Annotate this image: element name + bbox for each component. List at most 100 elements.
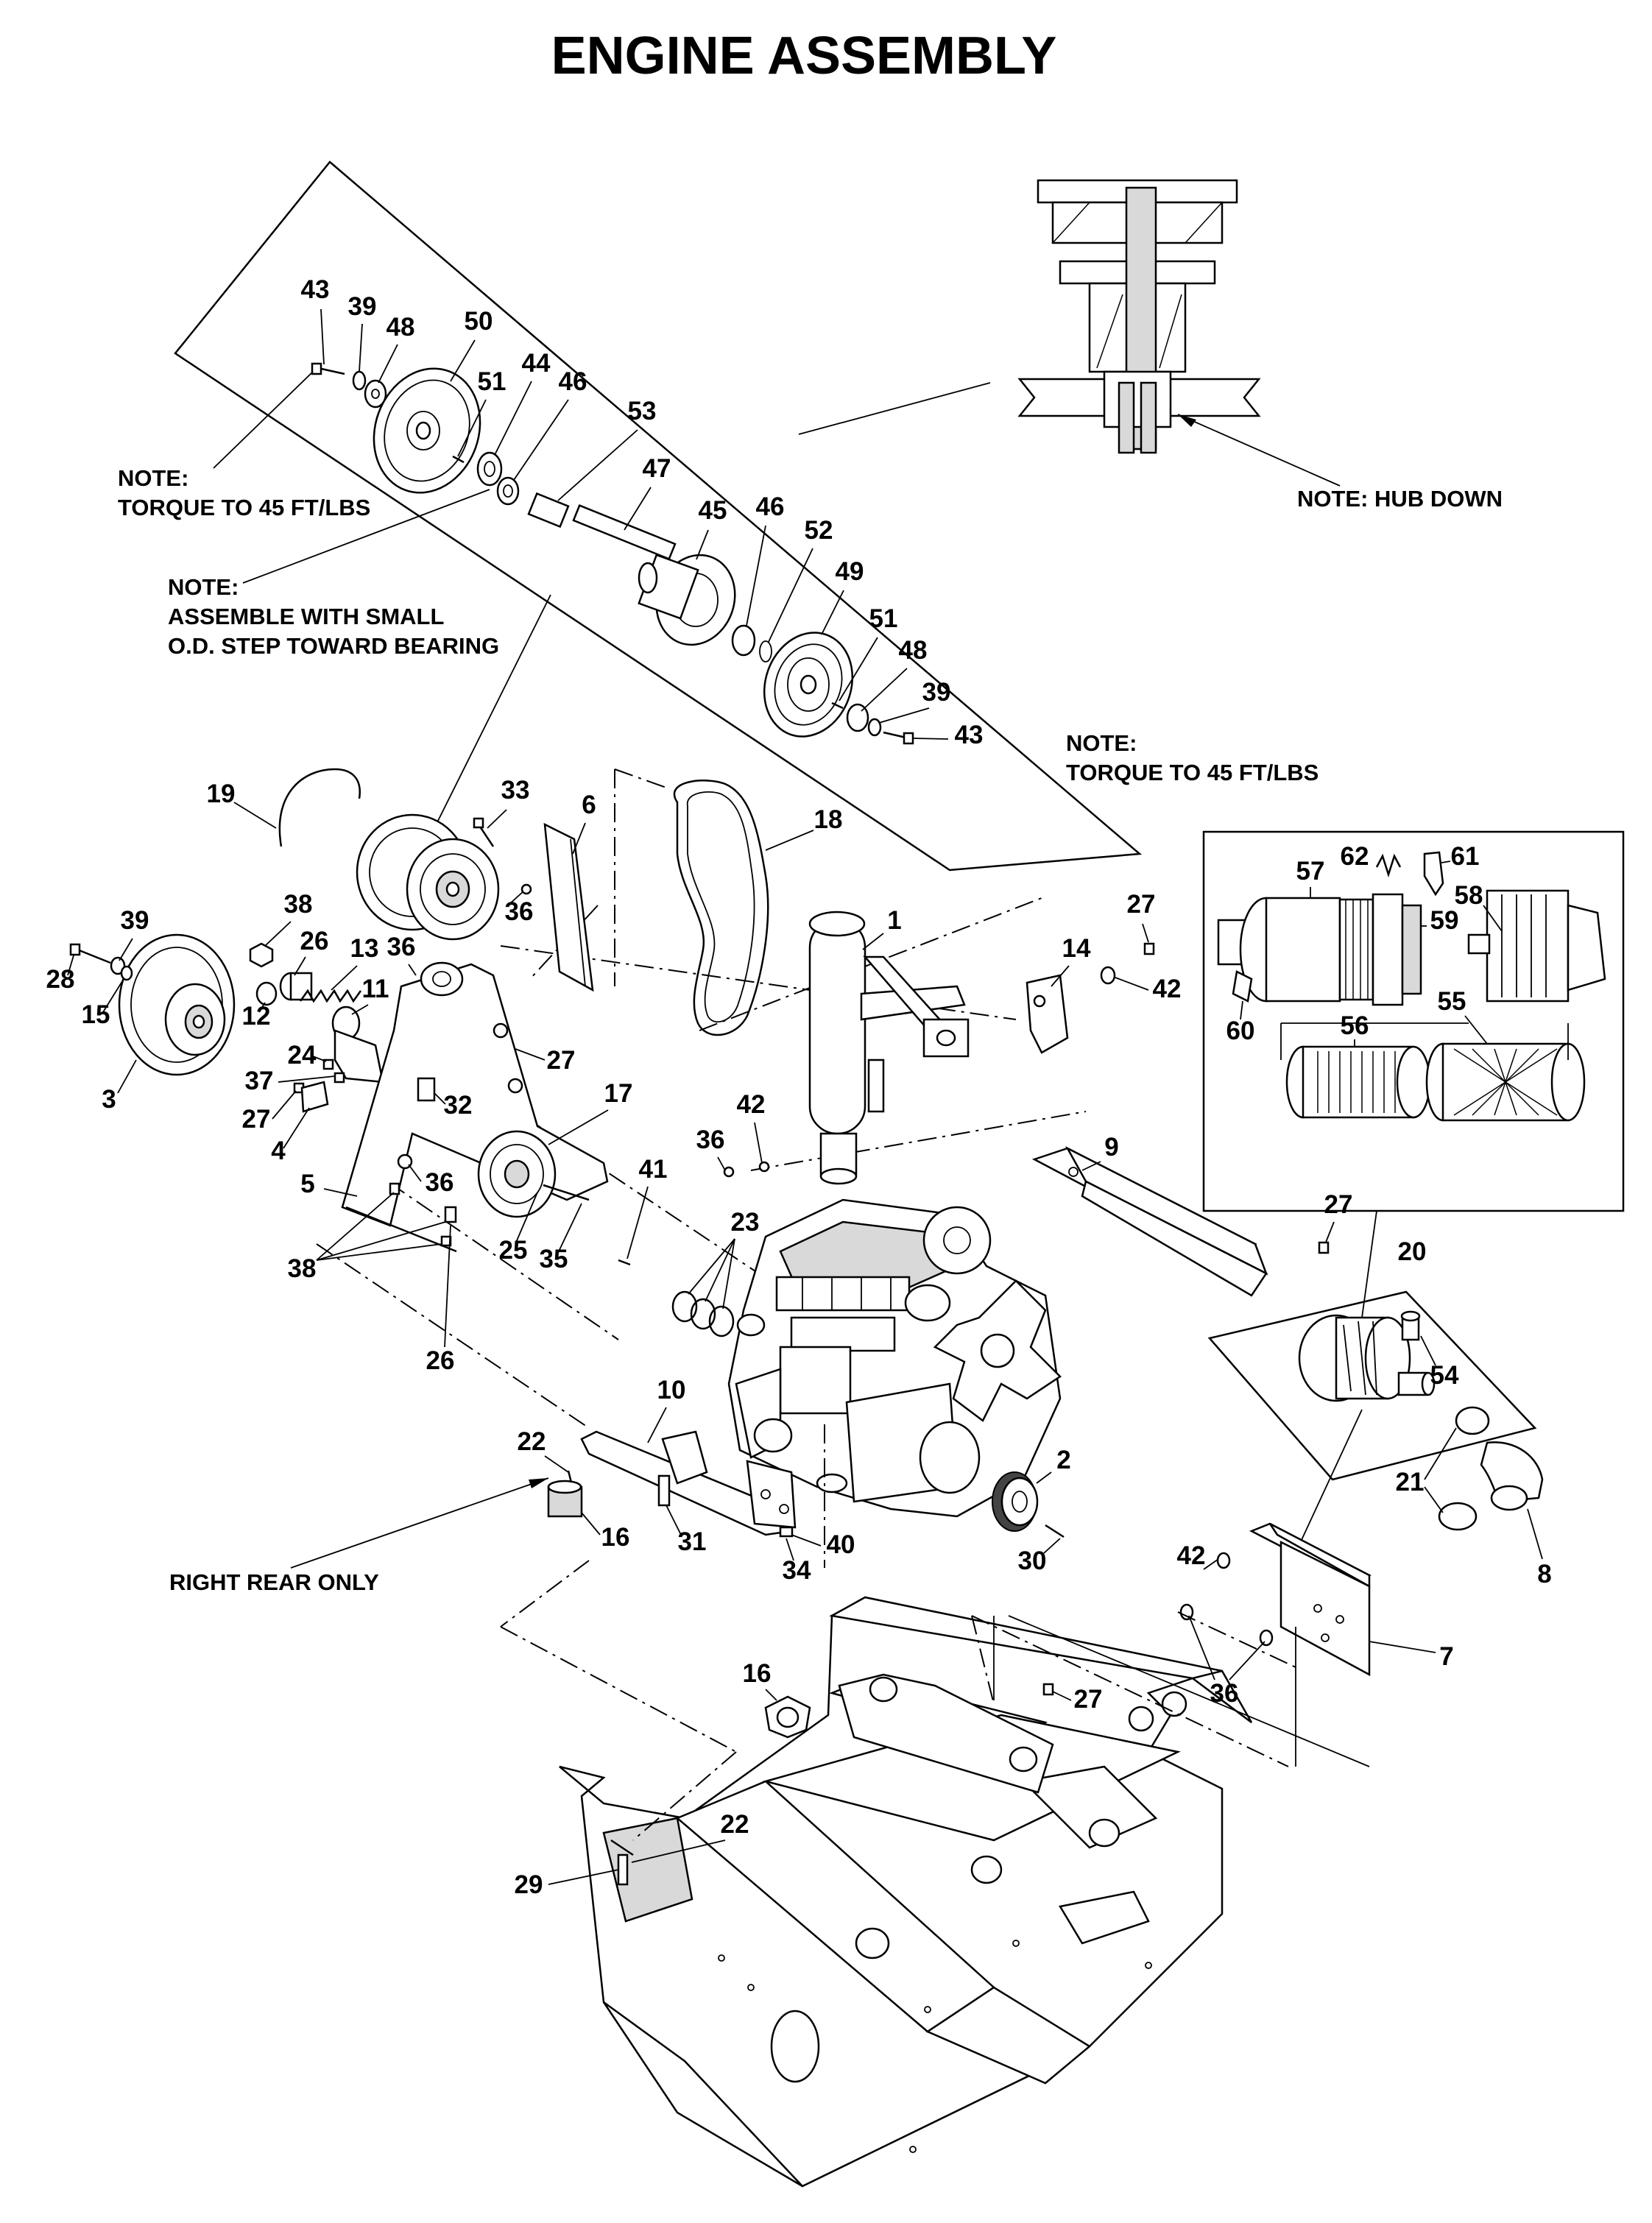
part-9-shield bbox=[1031, 1146, 1268, 1297]
part-3-clutch bbox=[118, 933, 236, 1076]
part-8-hose bbox=[1438, 1406, 1544, 1531]
spindle-callouts: 43 39 48 50 51 44 46 53 47 45 46 52 49 5… bbox=[301, 275, 984, 749]
callout-3: 3 bbox=[102, 1085, 116, 1114]
part-23-rings bbox=[671, 1290, 735, 1337]
part-16-isolator bbox=[547, 1470, 583, 1518]
hardware-left-cluster bbox=[69, 942, 384, 1113]
callout-32: 32 bbox=[444, 1091, 473, 1120]
note-torque-lower-text: TORQUE TO 45 FT/LBS bbox=[1066, 760, 1319, 785]
callout-12: 12 bbox=[242, 1002, 271, 1031]
callout-23: 23 bbox=[731, 1208, 760, 1237]
spindle-notes: NOTE: TORQUE TO 45 FT/LBS NOTE: ASSEMBLE… bbox=[118, 371, 1319, 785]
part-1-muffler bbox=[808, 911, 970, 1185]
callout-62: 62 bbox=[1341, 842, 1369, 871]
callout-11: 11 bbox=[362, 975, 389, 1003]
page-title: ENGINE ASSEMBLY bbox=[551, 26, 1057, 85]
callout-26: 26 bbox=[426, 1346, 455, 1375]
callout-21: 21 bbox=[1396, 1468, 1425, 1496]
callout-38: 38 bbox=[284, 890, 313, 919]
callout-25: 25 bbox=[499, 1236, 528, 1265]
callout-47: 47 bbox=[643, 454, 671, 483]
leader-lines-frame bbox=[500, 1424, 1370, 1841]
callout-39: 39 bbox=[922, 678, 951, 707]
callout-22: 22 bbox=[721, 1810, 749, 1839]
callout-14: 14 bbox=[1062, 934, 1091, 963]
callout-56: 56 bbox=[1341, 1011, 1369, 1040]
note-torque-upper-label: NOTE: bbox=[118, 465, 188, 491]
callout-53: 53 bbox=[628, 397, 657, 425]
callout-59: 59 bbox=[1430, 906, 1459, 935]
part-14-bracket bbox=[1026, 974, 1069, 1054]
callout-19: 19 bbox=[207, 780, 236, 808]
callout-42: 42 bbox=[1153, 975, 1182, 1003]
callout-34: 34 bbox=[783, 1556, 811, 1585]
part-engine-block bbox=[727, 1198, 1062, 1518]
callout-33: 33 bbox=[501, 776, 530, 805]
part-41-key bbox=[618, 1259, 631, 1266]
part-20-air-cleaner bbox=[1207, 1290, 1537, 1561]
callout-36: 36 bbox=[505, 897, 534, 926]
callout-42: 42 bbox=[737, 1090, 766, 1119]
callout-8: 8 bbox=[1537, 1560, 1551, 1588]
callout-20: 20 bbox=[1398, 1237, 1427, 1266]
callout-18: 18 bbox=[814, 805, 843, 834]
callout-39: 39 bbox=[348, 292, 377, 321]
callout-36: 36 bbox=[426, 1168, 454, 1197]
callout-51: 51 bbox=[478, 367, 506, 396]
callout-46: 46 bbox=[559, 367, 587, 396]
callout-54: 54 bbox=[1430, 1361, 1459, 1390]
callout-42: 42 bbox=[1177, 1541, 1206, 1570]
callout-43: 43 bbox=[955, 721, 984, 749]
part-18-drive-belt bbox=[673, 780, 769, 1036]
callout-26: 26 bbox=[300, 927, 329, 955]
part-7-bracket bbox=[1179, 1522, 1436, 1677]
callout-52: 52 bbox=[805, 516, 833, 545]
callout-58: 58 bbox=[1455, 881, 1483, 910]
callout-51: 51 bbox=[869, 604, 898, 633]
part-frame-chassis bbox=[559, 1596, 1253, 2188]
note-assemble-label: NOTE: bbox=[168, 574, 239, 600]
note-right-rear: RIGHT REAR ONLY bbox=[169, 1477, 549, 1595]
callout-30: 30 bbox=[1018, 1547, 1047, 1575]
callout-57: 57 bbox=[1296, 857, 1325, 886]
hardware-14 bbox=[1100, 942, 1155, 985]
part-19-belt bbox=[233, 768, 361, 847]
callout-39: 39 bbox=[121, 906, 149, 935]
callout-27: 27 bbox=[1324, 1190, 1353, 1219]
callout-60: 60 bbox=[1226, 1017, 1255, 1045]
part-2-hub bbox=[992, 1471, 1065, 1538]
callout-41: 41 bbox=[639, 1155, 668, 1184]
spindle-parts bbox=[311, 362, 914, 745]
callout-6: 6 bbox=[582, 791, 596, 819]
callout-16: 16 bbox=[601, 1523, 630, 1552]
callout-36: 36 bbox=[387, 933, 416, 961]
callout-44: 44 bbox=[522, 349, 551, 378]
callout-37: 37 bbox=[245, 1067, 274, 1095]
note-assemble-line-2: O.D. STEP TOWARD BEARING bbox=[168, 633, 499, 659]
callout-45: 45 bbox=[699, 496, 727, 525]
callout-35: 35 bbox=[540, 1245, 568, 1273]
callout-10: 10 bbox=[657, 1376, 686, 1404]
spindle-exploded-box bbox=[174, 160, 1143, 872]
callout-61: 61 bbox=[1451, 842, 1480, 871]
callout-9: 9 bbox=[1104, 1133, 1118, 1162]
note-assemble-line-1: ASSEMBLE WITH SMALL bbox=[168, 604, 444, 629]
callout-16: 16 bbox=[743, 1659, 772, 1688]
callout-2: 2 bbox=[1056, 1446, 1070, 1474]
callout-17: 17 bbox=[604, 1079, 633, 1108]
callout-7: 7 bbox=[1439, 1642, 1453, 1671]
callout-46: 46 bbox=[756, 492, 785, 521]
callout-48: 48 bbox=[386, 313, 415, 342]
note-torque-upper-text: TORQUE TO 45 FT/LBS bbox=[118, 495, 370, 520]
callout-36: 36 bbox=[1210, 1679, 1239, 1708]
hub-section-view: NOTE: HUB DOWN bbox=[1017, 179, 1503, 512]
callout-27: 27 bbox=[1074, 1685, 1103, 1714]
callout-13: 13 bbox=[350, 934, 379, 963]
part-33-bolt bbox=[473, 817, 495, 847]
part-pulley-assembly bbox=[356, 813, 500, 941]
callout-55: 55 bbox=[1438, 987, 1466, 1016]
part-10-mount-plate bbox=[580, 1430, 797, 1538]
callout-38: 38 bbox=[288, 1254, 317, 1283]
callout-27: 27 bbox=[547, 1046, 576, 1075]
